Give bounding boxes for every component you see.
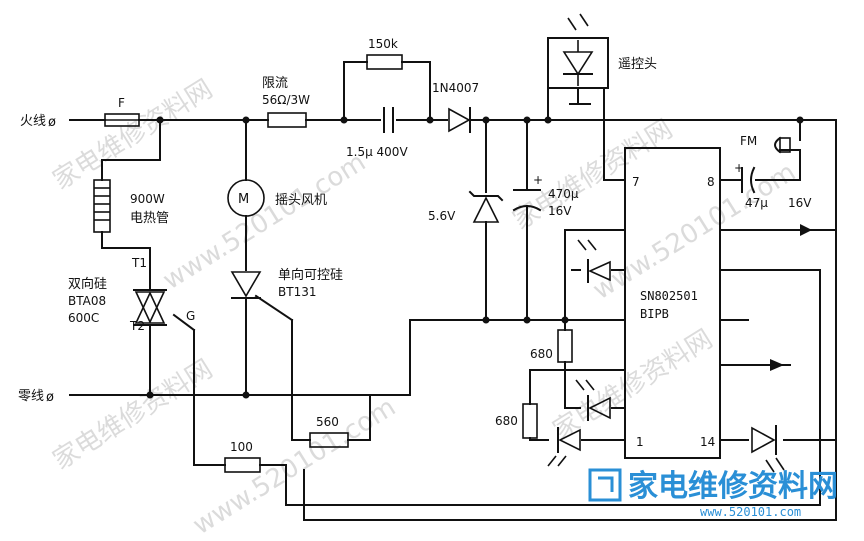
triac-t2: T2 — [129, 319, 145, 333]
fuse: F — [104, 96, 140, 127]
buzzer-label: FM — [740, 134, 757, 148]
terminal-symbol: ø — [48, 115, 56, 130]
capacitor-470u-voltage: 16V — [548, 204, 572, 218]
light-arrow-icon — [765, 459, 775, 473]
capacitor-470u: + 470μ 16V — [512, 173, 579, 218]
light-arrow-icon — [575, 379, 585, 391]
resistor-560-label: 560 — [316, 415, 339, 429]
motor-symbol: M — [238, 192, 249, 207]
resistor-680-lower: 680 — [495, 403, 538, 439]
arrow-icon — [770, 359, 784, 371]
limiter-resistor: 限流 56Ω/3W — [262, 76, 310, 128]
resistor-560: 560 — [309, 415, 349, 448]
triac: T1 双向硅 BTA08 600C T2 G — [68, 256, 195, 333]
resistor-100: 100 — [224, 440, 261, 473]
watermark-text: 家电维修资料网 — [48, 74, 218, 196]
resistor-150k: 150k — [366, 37, 403, 70]
light-arrow-icon — [585, 379, 595, 391]
heater-name: 电热管 — [130, 211, 169, 226]
receiver-label: 遥控头 — [618, 57, 657, 72]
capacitor-47u: + 47μ 16V — [734, 161, 812, 210]
light-arrow-icon — [557, 455, 567, 467]
led-4 — [751, 425, 785, 473]
diode-label: 1N4007 — [432, 81, 479, 95]
capacitor-1u5: 1.5μ 400V — [346, 107, 408, 159]
light-arrow-icon — [547, 455, 557, 467]
resistor-680-lower-label: 680 — [495, 414, 518, 428]
fan-motor: M 摇头风机 — [227, 179, 327, 217]
light-arrow-icon — [567, 17, 577, 31]
svg-text:火线: 火线 — [20, 114, 46, 129]
led-3 — [547, 427, 581, 467]
live-terminal: 火线 ø — [20, 114, 56, 130]
ic-pin-8: 8 — [707, 175, 715, 189]
heater-power: 900W — [130, 192, 165, 206]
zener-label: 5.6V — [428, 209, 456, 223]
light-arrow-icon — [587, 239, 597, 251]
site-logo: 家电维修资料网 www.520101.com — [588, 468, 838, 519]
capacitor-47u-value: 47μ — [745, 196, 768, 210]
led-2 — [575, 379, 611, 421]
limiter-value: 56Ω/3W — [262, 93, 310, 107]
diode-1n4007: 1N4007 — [432, 81, 479, 133]
neutral-terminal: 零线 ø — [18, 389, 54, 405]
light-arrow-icon — [775, 457, 785, 471]
heater-element: 900W 电热管 — [93, 179, 169, 233]
cap-plus: + — [734, 161, 744, 175]
triac-t1: T1 — [131, 256, 147, 270]
ic-model: SN802501 — [640, 289, 698, 303]
terminal-symbol: ø — [46, 390, 54, 405]
limiter-label: 限流 — [262, 76, 288, 91]
resistor-680-upper: 680 — [530, 329, 573, 363]
capacitor-47u-voltage: 16V — [788, 196, 812, 210]
logo-url: www.520101.com — [700, 505, 801, 519]
triac-model: BTA08 — [68, 294, 106, 308]
resistor-680-upper-label: 680 — [530, 347, 553, 361]
signal-arrows — [770, 224, 812, 371]
triac-rating: 600C — [68, 311, 99, 325]
watermark-text: 家电维修资料网 — [548, 324, 718, 446]
scr-model: BT131 — [278, 285, 316, 299]
scr-name: 单向可控硅 — [278, 267, 343, 283]
led-1 — [577, 239, 611, 283]
arrow-icon — [800, 224, 812, 236]
ic-pin-7: 7 — [632, 175, 640, 189]
light-arrow-icon — [577, 239, 587, 251]
capacitor-470u-value: 470μ — [548, 187, 579, 201]
resistor-100-label: 100 — [230, 440, 253, 454]
junctions — [146, 116, 804, 399]
light-arrow-icon — [579, 13, 589, 27]
ic-pin-14: 14 — [700, 435, 715, 449]
watermark-text: 家电维修资料网 — [48, 354, 218, 476]
ic-suffix: BIPB — [640, 307, 669, 321]
svg-text:零线: 零线 — [18, 389, 44, 404]
zener-diode: 5.6V — [428, 190, 504, 223]
scr: 单向可控硅 BT131 — [230, 267, 343, 299]
resistor-150k-label: 150k — [368, 37, 398, 51]
ic-chip: 7 8 1 14 SN802501 BIPB — [624, 147, 721, 459]
fan-name: 摇头风机 — [275, 193, 327, 208]
logo-text: 家电维修资料网 — [628, 469, 838, 504]
fuse-label: F — [118, 96, 125, 110]
buzzer: FM — [740, 134, 791, 154]
cap-plus: + — [533, 173, 543, 187]
remote-receiver: 遥控头 — [562, 13, 657, 86]
triac-name: 双向硅 — [68, 276, 107, 292]
capacitor-1u5-label: 1.5μ 400V — [346, 145, 408, 159]
ic-pin-1: 1 — [636, 435, 644, 449]
triac-gate: G — [186, 309, 195, 323]
